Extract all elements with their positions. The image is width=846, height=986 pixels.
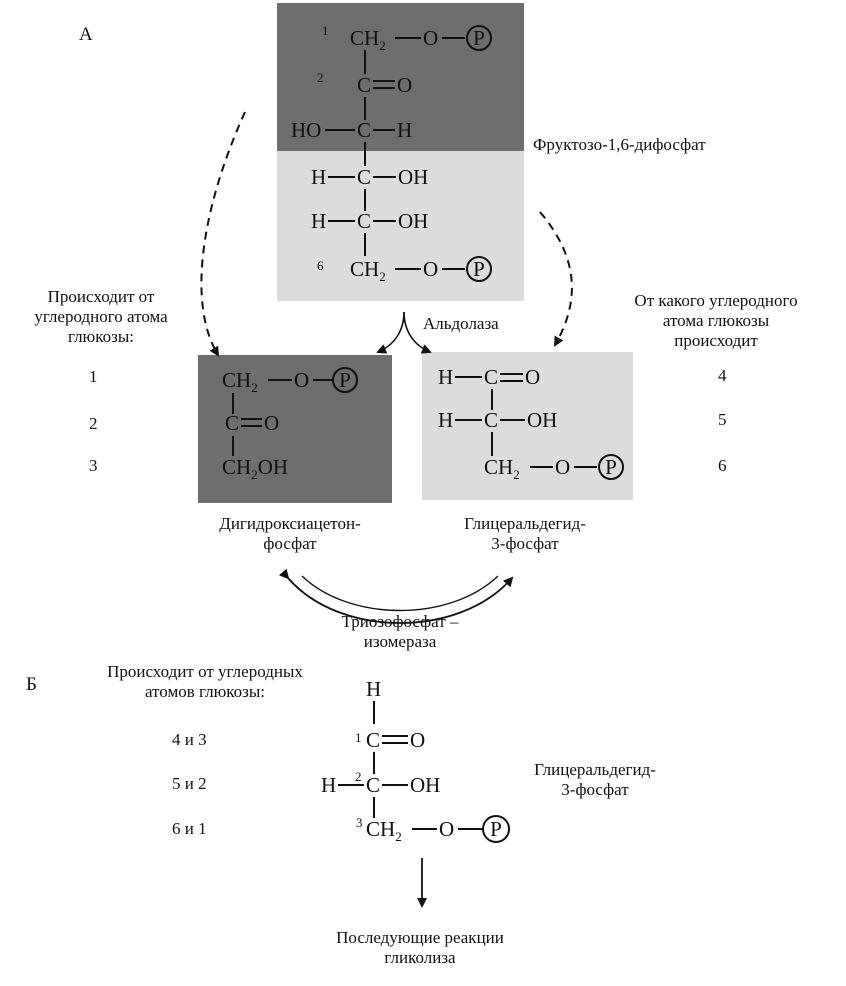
carbon: C xyxy=(366,728,380,752)
phosphate-p: P xyxy=(473,257,485,281)
ch2-group: CH2 xyxy=(350,26,386,53)
carbon-number-6: 6 xyxy=(317,258,324,273)
oxygen: O xyxy=(410,728,425,752)
dhap-molecule: CH2 O P C O CH2OH xyxy=(222,367,358,482)
section-b-label: Б xyxy=(26,674,37,695)
carbon: C xyxy=(484,365,498,389)
isomerase-label: Триозофосфат – изомераза xyxy=(341,612,459,651)
right-origin-heading: От какого углеродного атома глюкозы прои… xyxy=(634,291,798,350)
hydrogen: H xyxy=(397,118,412,142)
ch2oh-group: CH2OH xyxy=(222,455,288,482)
section-b-molecule: H 1 C O 2 H C OH 3 CH2 O P xyxy=(321,677,510,844)
oh-group: OH xyxy=(398,165,428,189)
dashed-arrow-left xyxy=(200,111,246,357)
oh-group: OH xyxy=(410,773,440,797)
aldolase-arrow-left xyxy=(376,311,405,354)
aldolase-arrow-right xyxy=(403,311,432,354)
left-carbon-1: 1 xyxy=(89,367,98,386)
carbon-number-1: 1 xyxy=(322,23,329,38)
hydrogen: H xyxy=(321,773,336,797)
dashed-arrow-right xyxy=(539,211,573,347)
ch2-group: CH2 xyxy=(484,455,520,482)
hydrogen-top: H xyxy=(366,677,381,701)
ch2-group: CH2 xyxy=(366,817,402,844)
isomerase-arrow-outer xyxy=(278,568,514,624)
phosphate-p: P xyxy=(490,817,502,841)
carbon: C xyxy=(225,411,239,435)
oh-group: OH xyxy=(527,408,557,432)
oxygen: O xyxy=(439,817,454,841)
carbon-number-2: 2 xyxy=(317,70,324,85)
carbon: C xyxy=(366,773,380,797)
gap-molecule: H C O H C OH CH2 O P xyxy=(438,365,624,482)
phosphate-circle xyxy=(466,256,492,282)
fructose-name: Фруктозо-1,6-дифосфат xyxy=(533,135,706,154)
carbon: C xyxy=(357,209,371,233)
right-carbon-5: 5 xyxy=(718,410,727,429)
phosphate-p: P xyxy=(473,26,485,50)
oh-group: OH xyxy=(398,209,428,233)
section-b-molecule-name: Глицеральдегид- 3-фосфат xyxy=(534,760,656,799)
carbon: C xyxy=(357,118,371,142)
carbon-number-3: 3 xyxy=(356,815,363,830)
hydrogen: H xyxy=(311,165,326,189)
dhap-name: Дигидроксиацетон- фосфат xyxy=(219,514,361,553)
oxygen: O xyxy=(423,26,438,50)
phosphate-circle xyxy=(598,454,624,480)
ch2-group: CH2 xyxy=(350,257,386,284)
next-reactions-label: Последующие реакции гликолиза xyxy=(336,928,504,967)
ch2-group: CH2 xyxy=(222,368,258,395)
oxygen: O xyxy=(525,365,540,389)
oxygen: O xyxy=(397,73,412,97)
fructose-bottom-shade xyxy=(277,151,524,301)
hydrogen: H xyxy=(438,408,453,432)
gap-name: Глицеральдегид- 3-фосфат xyxy=(464,514,586,553)
phosphate-circle xyxy=(332,367,358,393)
left-carbon-2: 2 xyxy=(89,414,98,433)
fructose-molecule: 1 2 6 CH2 O P C O HO C H H C OH H C xyxy=(291,23,492,284)
aldolase-label: Альдолаза xyxy=(423,314,499,333)
section-a-label: А xyxy=(79,24,93,45)
carbon: C xyxy=(357,165,371,189)
right-carbon-4: 4 xyxy=(718,366,727,385)
phosphate-circle xyxy=(466,25,492,51)
carbon-number-1: 1 xyxy=(355,730,362,745)
right-carbon-6: 6 xyxy=(718,456,727,475)
oxygen: O xyxy=(555,455,570,479)
phosphate-p: P xyxy=(339,368,351,392)
isomerase-arrow-inner xyxy=(301,575,499,612)
carbon-pair-3: 6 и 1 xyxy=(172,819,207,838)
section-b-heading: Происходит от углеродных атомов глюкозы: xyxy=(107,662,303,701)
phosphate-p: P xyxy=(605,455,617,479)
carbon-pair-1: 4 и 3 xyxy=(172,730,207,749)
hydrogen: H xyxy=(438,365,453,389)
oxygen: O xyxy=(423,257,438,281)
oxygen: O xyxy=(264,411,279,435)
dhap-shade xyxy=(198,355,392,503)
carbon-pair-2: 5 и 2 xyxy=(172,774,207,793)
phosphate-circle xyxy=(482,815,510,843)
fructose-top-shade xyxy=(277,3,524,151)
oxygen: O xyxy=(294,368,309,392)
ho-group: HO xyxy=(291,118,321,142)
carbon-number-2: 2 xyxy=(355,769,362,784)
hydrogen: H xyxy=(311,209,326,233)
left-carbon-3: 3 xyxy=(89,456,98,475)
carbon: C xyxy=(484,408,498,432)
carbon: C xyxy=(357,73,371,97)
left-origin-heading: Происходит от углеродного атома глюкозы: xyxy=(34,287,168,346)
